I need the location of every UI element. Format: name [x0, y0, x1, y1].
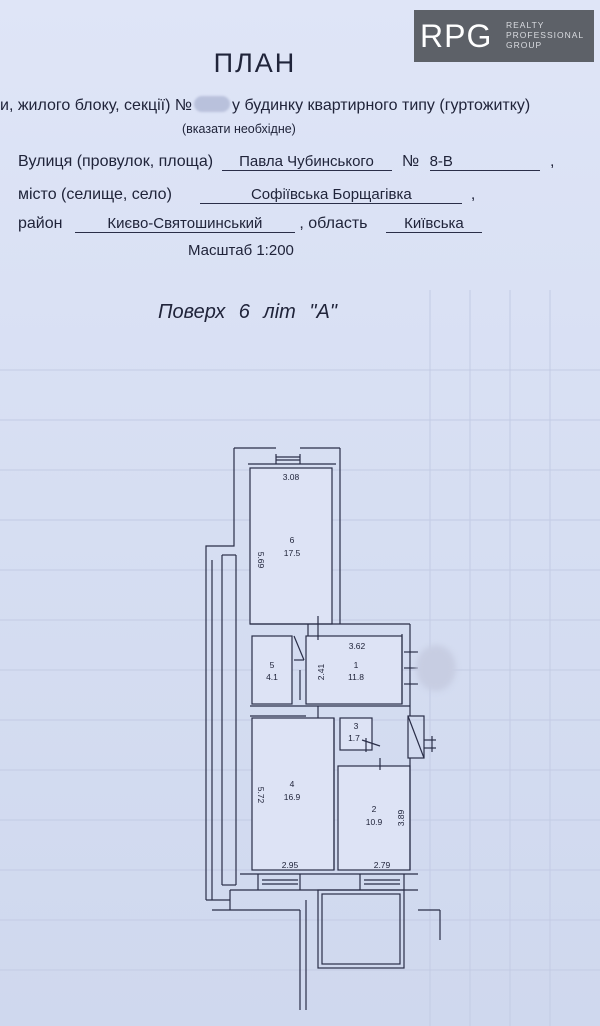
room-1-height: 2.41	[316, 663, 326, 680]
logo-line-2: PROFESSIONAL	[506, 30, 585, 40]
room-6-width: 3.08	[283, 472, 300, 482]
room-1-area: 11.8	[348, 672, 364, 682]
city-value: Софіївська Борщагівка	[200, 186, 463, 204]
header-hint: (вказати необхідне)	[182, 122, 296, 136]
logo-line-3: GROUP	[506, 40, 543, 50]
district-row: район Києво-Святошинський , область Київ…	[18, 215, 482, 233]
logo-mark: RPG	[420, 18, 493, 54]
city-comma: ,	[470, 186, 476, 203]
room-3-number: 3	[354, 721, 359, 731]
city-label: місто (селище, село)	[18, 186, 172, 203]
room-6-area: 17.5	[284, 548, 301, 558]
room-2-height: 3.89	[396, 809, 406, 826]
room-4-height: 5.72	[256, 787, 266, 804]
room-3-area: 1.7	[348, 733, 360, 743]
number-value: 8-В	[429, 153, 540, 171]
street-comma: ,	[550, 153, 555, 170]
room-6-number: 6	[290, 535, 295, 545]
logo-line-1: REALTY	[506, 20, 545, 30]
room-4-number: 4	[290, 779, 295, 789]
room-6-height: 5.69	[256, 552, 266, 569]
room-2-area: 10.9	[366, 817, 383, 827]
room-2-width: 2.79	[374, 860, 391, 870]
region-value: Київська	[385, 215, 482, 233]
header-line: и, жилого блоку, секції) № у будинку квар…	[0, 96, 530, 115]
room-5-area: 4.1	[266, 672, 278, 682]
region-label: , область	[299, 215, 368, 232]
scale-label: Масштаб 1:200	[188, 242, 294, 259]
street-label: Вулиця (провулок, площа)	[18, 153, 214, 170]
street-row: Вулиця (провулок, площа) Павла Чубинсько…	[18, 153, 554, 171]
room-2-number: 2	[372, 804, 377, 814]
street-value: Павла Чубинського	[221, 153, 392, 171]
room-4-area: 16.9	[284, 792, 301, 802]
room-4-width: 2.95	[282, 860, 299, 870]
city-row: місто (селище, село) Софіївська Борщагів…	[18, 186, 475, 204]
district-value: Києво-Святошинський	[74, 215, 295, 233]
redacted-number	[194, 96, 231, 112]
room-1-number: 1	[354, 660, 359, 670]
header-line-prefix: и, жилого блоку, секції) №	[0, 97, 193, 114]
redaction-smudge	[416, 645, 456, 691]
number-label: №	[401, 153, 420, 170]
document-title: ПЛАН	[213, 48, 297, 78]
room-5-number: 5	[270, 660, 275, 670]
district-label: район	[18, 215, 63, 232]
header-line-suffix: у будинку квартирного типу (гуртожитку)	[232, 97, 531, 114]
room-1-width: 3.62	[349, 641, 366, 651]
rpg-logo: RPG REALTY PROFESSIONAL GROUP	[414, 10, 594, 62]
floor-label: Поверх 6 літ "А"	[158, 301, 337, 323]
